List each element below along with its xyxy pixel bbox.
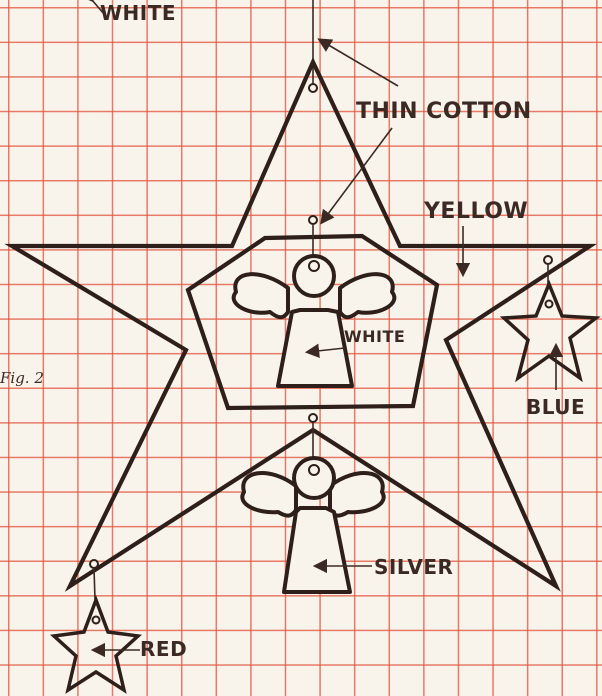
small-red-star	[54, 600, 138, 690]
blue-star-hook	[544, 256, 552, 264]
top-hole	[309, 84, 317, 92]
white-angel	[234, 256, 395, 386]
label-thin-cotton: THIN COTTON	[356, 99, 532, 124]
thin-cotton-leader-top	[320, 40, 398, 86]
label-white-top: WHITE	[100, 1, 176, 25]
label-yellow: YELLOW	[423, 199, 528, 224]
red-star-hole	[93, 617, 100, 624]
label-blue: BLUE	[526, 395, 585, 419]
red-star-thread	[94, 568, 95, 600]
hexagon-hole	[309, 216, 317, 224]
figure-caption: Fig. 2	[0, 369, 44, 387]
red-star-hook	[90, 560, 98, 568]
label-white-angel: WHITE	[344, 327, 405, 346]
label-silver: SILVER	[374, 555, 453, 579]
blue-star-hole	[546, 301, 553, 308]
small-blue-star	[504, 284, 596, 378]
label-red: RED	[140, 637, 187, 661]
silver-angel	[242, 458, 383, 592]
lower-star-hole	[309, 414, 317, 422]
